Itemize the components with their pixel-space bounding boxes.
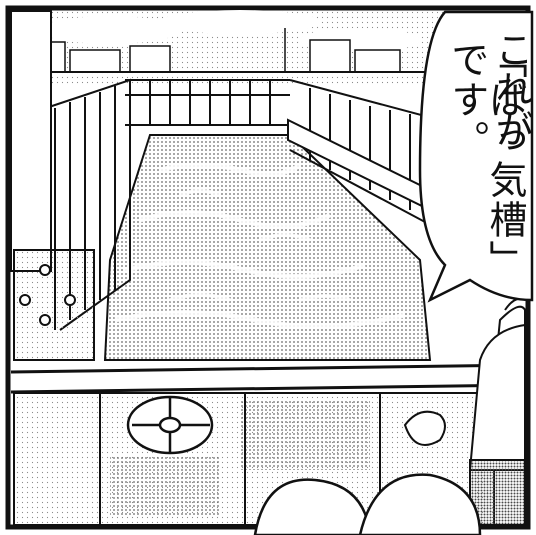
back-railing bbox=[40, 71, 430, 126]
listener-helmets bbox=[253, 473, 482, 535]
speech-bubble-text: これが 「ばっ気槽」です。 bbox=[445, 30, 533, 290]
speech-bubble bbox=[418, 10, 534, 303]
speech-line-2: 「ばっ気槽」です。 bbox=[445, 40, 527, 280]
guide-person bbox=[403, 297, 526, 526]
valve-wheel-icon bbox=[126, 395, 214, 455]
flange-machinery bbox=[10, 10, 95, 361]
speech-line-1: これが bbox=[489, 30, 533, 150]
foreground-railing bbox=[10, 363, 526, 394]
